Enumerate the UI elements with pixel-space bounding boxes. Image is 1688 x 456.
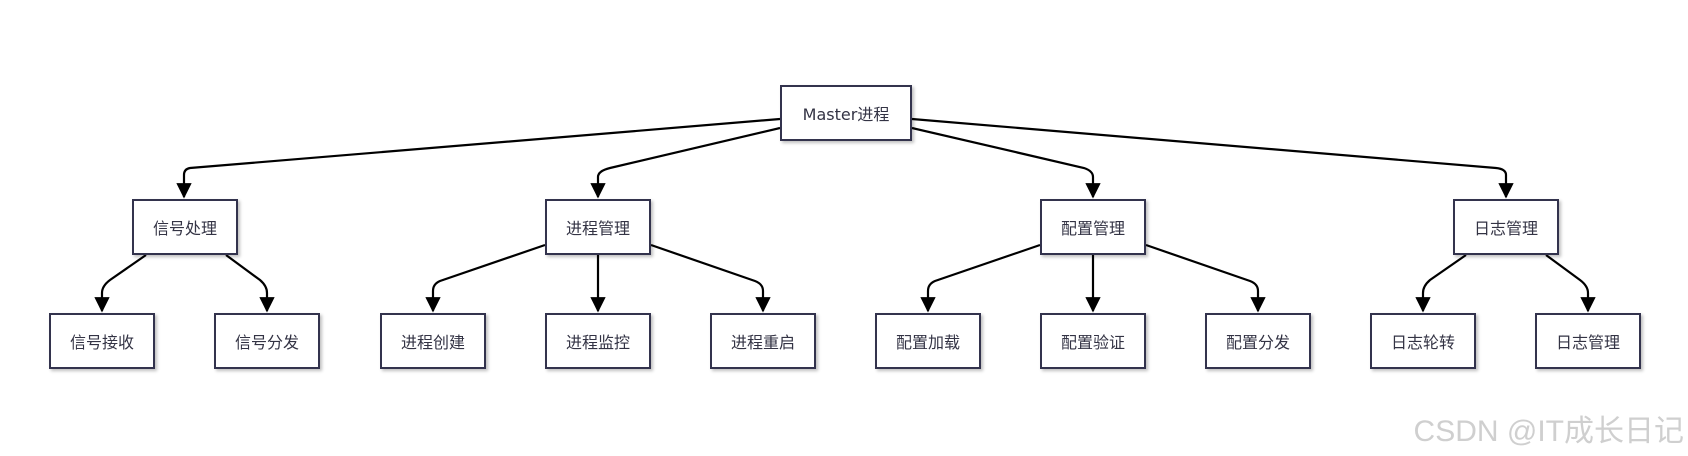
edge-signal-receive — [94, 254, 147, 313]
edge-signal-dispatch — [225, 254, 275, 313]
node-signal-dispatch: 信号分发 — [214, 313, 320, 369]
node-signal-handling: 信号处理 — [132, 199, 238, 255]
edge-log-rotate — [1415, 254, 1467, 313]
node-process-restart: 进程重启 — [710, 313, 816, 369]
node-config-dispatch: 配置分发 — [1205, 313, 1311, 369]
node-master-process: Master进程 — [780, 85, 912, 141]
edge-log-manage — [1545, 254, 1596, 313]
edge-root-signal — [176, 117, 781, 199]
watermark: CSDN @IT成长日记 — [1413, 415, 1684, 448]
edge-config-dispatch — [1145, 243, 1266, 313]
node-process-create: 进程创建 — [380, 313, 486, 369]
edge-root-config — [911, 126, 1101, 199]
node-process-monitor: 进程监控 — [545, 313, 651, 369]
node-log-manage: 日志管理 — [1535, 313, 1641, 369]
node-process-management: 进程管理 — [545, 199, 651, 255]
edge-root-process — [590, 126, 781, 199]
node-config-management: 配置管理 — [1040, 199, 1146, 255]
node-log-rotate: 日志轮转 — [1370, 313, 1476, 369]
edge-config-load — [920, 243, 1041, 313]
node-config-load: 配置加载 — [875, 313, 981, 369]
edge-root-log — [911, 117, 1514, 199]
node-log-management: 日志管理 — [1453, 199, 1559, 255]
edge-process-create — [425, 243, 546, 313]
edge-process-restart — [650, 243, 771, 313]
node-signal-receive: 信号接收 — [49, 313, 155, 369]
node-config-verify: 配置验证 — [1040, 313, 1146, 369]
